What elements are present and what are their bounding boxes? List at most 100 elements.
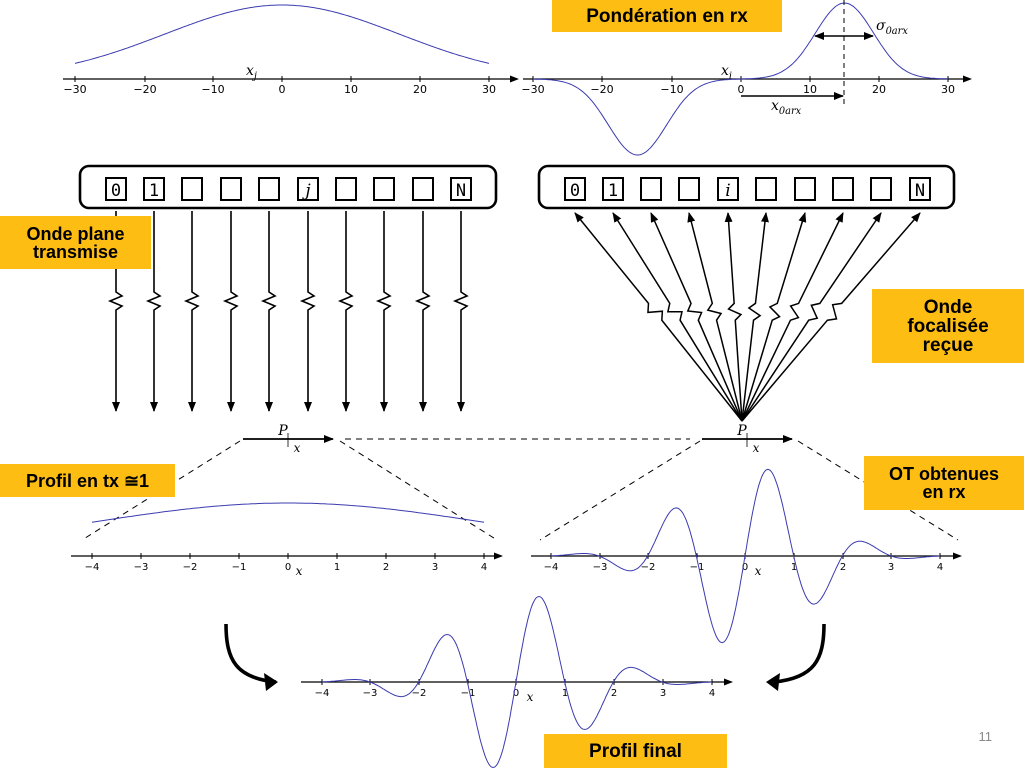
rx-element [640,177,662,201]
tx-profile-curve [91,502,485,523]
tx-element [450,177,472,201]
rx-weighting-curve [533,2,949,156]
final-profile-tick-label: 3 [660,688,666,699]
tx-focus-point-label: P [277,423,288,439]
tx-element [412,177,434,201]
tx-plane-wave-ray [222,211,239,412]
tx-array-frame [78,164,498,210]
tx-plane-wave-ray [337,211,354,412]
rx-zoom-guide-left [539,440,701,541]
final-profile-tick-label: −3 [363,688,378,699]
rx-element [755,177,777,201]
xi-label: xi [721,63,732,82]
rx-weight-tick-label: −30 [521,83,544,96]
rx-weight-tick-label: 0 [738,83,745,96]
rx-element [794,177,816,201]
slide-number: 11 [978,729,993,744]
rx-focused-wave-ray [741,212,921,422]
sigma-label: σ0arx [876,18,908,37]
tx-element-label: 0 [111,181,121,201]
rx-profile-x-label: x [755,564,762,578]
tx-profile-tick-label: 4 [481,562,487,573]
tx-profile-tick-label: −3 [134,562,149,573]
tx-element-label: 1 [149,181,159,201]
rx-focused-wave-ray [574,212,743,422]
rx-weight-tick-label: 20 [872,83,886,96]
rx-ot-profile-curve [550,468,940,644]
rx-element-label: 0 [570,181,580,201]
rx-focused-wave-ray [741,212,882,422]
tx-weight-tick-label: −10 [201,83,224,96]
rx-element [678,177,700,201]
rx-focused-wave-ray [724,212,743,422]
tx-plane-wave-ray [107,211,124,412]
tx-weighting-curve [74,4,490,64]
rx-weight-tick-label: −20 [590,83,613,96]
rx-focus-point-label: P [736,423,747,439]
rx-profile-tick-label: −2 [641,562,656,573]
tx-element [105,177,127,201]
tx-to-final-curved-arrow [224,623,277,684]
rx-profile-tick-label: −3 [593,562,608,573]
tx-profile-tick-label: −1 [232,562,247,573]
tx-profile-x-label: x [296,564,303,578]
rx-profile-axis-arrow [953,552,962,560]
final-profile-tick-label: 1 [562,688,568,699]
ot-rx-label: OT obtenues en rx [864,456,1024,510]
wave-rays [107,211,921,422]
rx-element [909,177,931,201]
rx-element [717,177,739,201]
tx-weight-tick-label: −20 [133,83,156,96]
rx-weight-tick-label: 30 [941,83,955,96]
x0-label: x0arx [771,98,802,117]
rx-profile-tick-label: 3 [888,562,894,573]
rx-element [832,177,854,201]
rx-weight-axis-arrow [963,75,972,83]
final-profile-tick-label: −4 [315,688,330,699]
tx-profile-tick-label: 3 [432,562,438,573]
rx-weight-tick-label: −10 [660,83,683,96]
rx-profile-tick-label: 1 [791,562,797,573]
tx-profile-tick-label: −4 [85,562,100,573]
final-profile-label: Profil final [544,734,727,768]
rx-focused-wave-ray [612,212,743,422]
rx-profile-tick-label: −1 [690,562,705,573]
final-profile-tick-label: 2 [611,688,617,699]
final-profile-axis-arrow [724,678,733,686]
tx-element [258,177,280,201]
final-profile-tick-label: 4 [709,688,715,699]
tx-zoom-guide-right [339,440,498,541]
rx-profile-tick-label: −4 [544,562,559,573]
rx-element-label: i [725,181,730,201]
rx-x-label: x [753,441,760,455]
tx-to-final-arrowhead [264,673,278,691]
rx-profile-tick-label: 0 [742,562,748,573]
rx-weight-tick-label: 10 [803,83,817,96]
rx-weighting-plot: −30 −20 −10 0 10 20 30 xi σ0arx x0arx [521,0,972,156]
rx-focused-wave-ray [741,212,807,422]
tx-plane-wave-ray [145,211,162,412]
focused-wave-received-label: Onde focalisée reçue [872,289,1024,363]
final-profile-curve [321,596,712,768]
rx-element-label: 1 [608,181,618,201]
tx-weight-tick-label: 0 [279,83,286,96]
tx-element [220,177,242,201]
weighting-rx-label: Pondération en rx [552,0,782,32]
tx-profile-tick-label: 2 [383,562,389,573]
rx-element-label: N [915,181,925,201]
rx-focused-wave-ray [687,212,743,422]
tx-weight-tick-label: 20 [413,83,427,96]
tx-profile-axis-arrow [494,552,503,560]
tx-x-label: x [294,441,301,455]
rx-element [602,177,624,201]
tx-element [335,177,357,201]
rx-focused-wave-ray [741,212,844,422]
rx-array-frame [537,164,956,210]
rx-to-final-curved-arrow [773,623,826,684]
tx-weight-axis-arrow [510,75,519,83]
